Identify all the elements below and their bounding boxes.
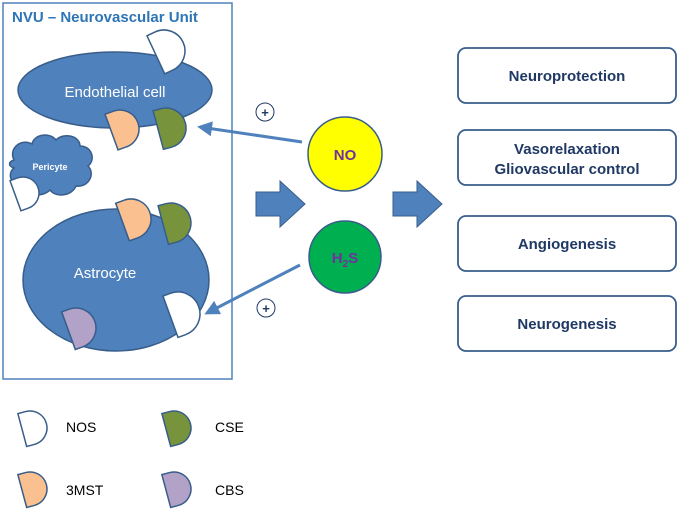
outcome-gliovascular-label: Gliovascular control [494, 161, 639, 178]
h2s-to-astrocyte-arrow [204, 263, 301, 315]
h2s-label-s: S [348, 250, 358, 267]
h2s-label-sub: 2 [343, 259, 349, 270]
endothelial-cell-label: Endothelial cell [65, 84, 166, 101]
nvu-title: NVU – Neurovascular Unit [12, 9, 198, 26]
pericyte-label: Pericyte [32, 162, 67, 172]
legend-cse-label: CSE [215, 419, 244, 435]
outcome-vasorelaxation-label: Vasorelaxation [514, 141, 620, 158]
nos-receptor-endothelial [145, 29, 186, 75]
outcome-neurogenesis-label: Neurogenesis [517, 316, 616, 333]
outcome-box-neuroprotection [457, 47, 677, 104]
h2s-circle [308, 220, 382, 294]
mst-receptor-endothelial [104, 109, 140, 151]
outcome-box-vasorelaxation [457, 129, 677, 186]
legend-cbs-icon [160, 471, 192, 509]
outcome-box-angiogenesis [457, 215, 677, 272]
outcome-angiogenesis-label: Angiogenesis [518, 236, 616, 253]
plus-sign-top-label: + [261, 105, 269, 120]
block-arrow-right [392, 179, 443, 229]
legend-cbs-label: CBS [215, 482, 244, 498]
legend-nos-label: NOS [66, 419, 96, 435]
outcome-box-neurogenesis [457, 295, 677, 352]
nos-receptor-astrocyte [161, 291, 201, 339]
cbs-receptor-astrocyte [60, 307, 97, 351]
legend-cse-icon [160, 410, 192, 448]
h2s-label-h: H [332, 250, 343, 267]
mst-receptor-astrocyte [114, 198, 152, 242]
block-arrow-left [255, 179, 306, 229]
no-to-endothelial-arrow [197, 121, 303, 144]
plus-sign-bottom [256, 298, 276, 318]
cse-receptor-endothelial [152, 107, 187, 151]
legend-3mst-label: 3MST [66, 482, 104, 498]
astrocyte-label: Astrocyte [74, 265, 137, 282]
legend-3mst-icon [16, 471, 48, 509]
no-label: NO [334, 147, 357, 164]
no-circle [307, 116, 383, 192]
legend-nos-icon [16, 410, 48, 448]
plus-sign-bottom-label: + [262, 301, 270, 316]
nos-receptor-pericyte [9, 176, 40, 212]
cse-receptor-astrocyte [157, 202, 192, 246]
outcome-neuroprotection-label: Neuroprotection [509, 68, 626, 85]
plus-sign-top [255, 102, 275, 122]
h2s-label: H2S [332, 250, 358, 270]
